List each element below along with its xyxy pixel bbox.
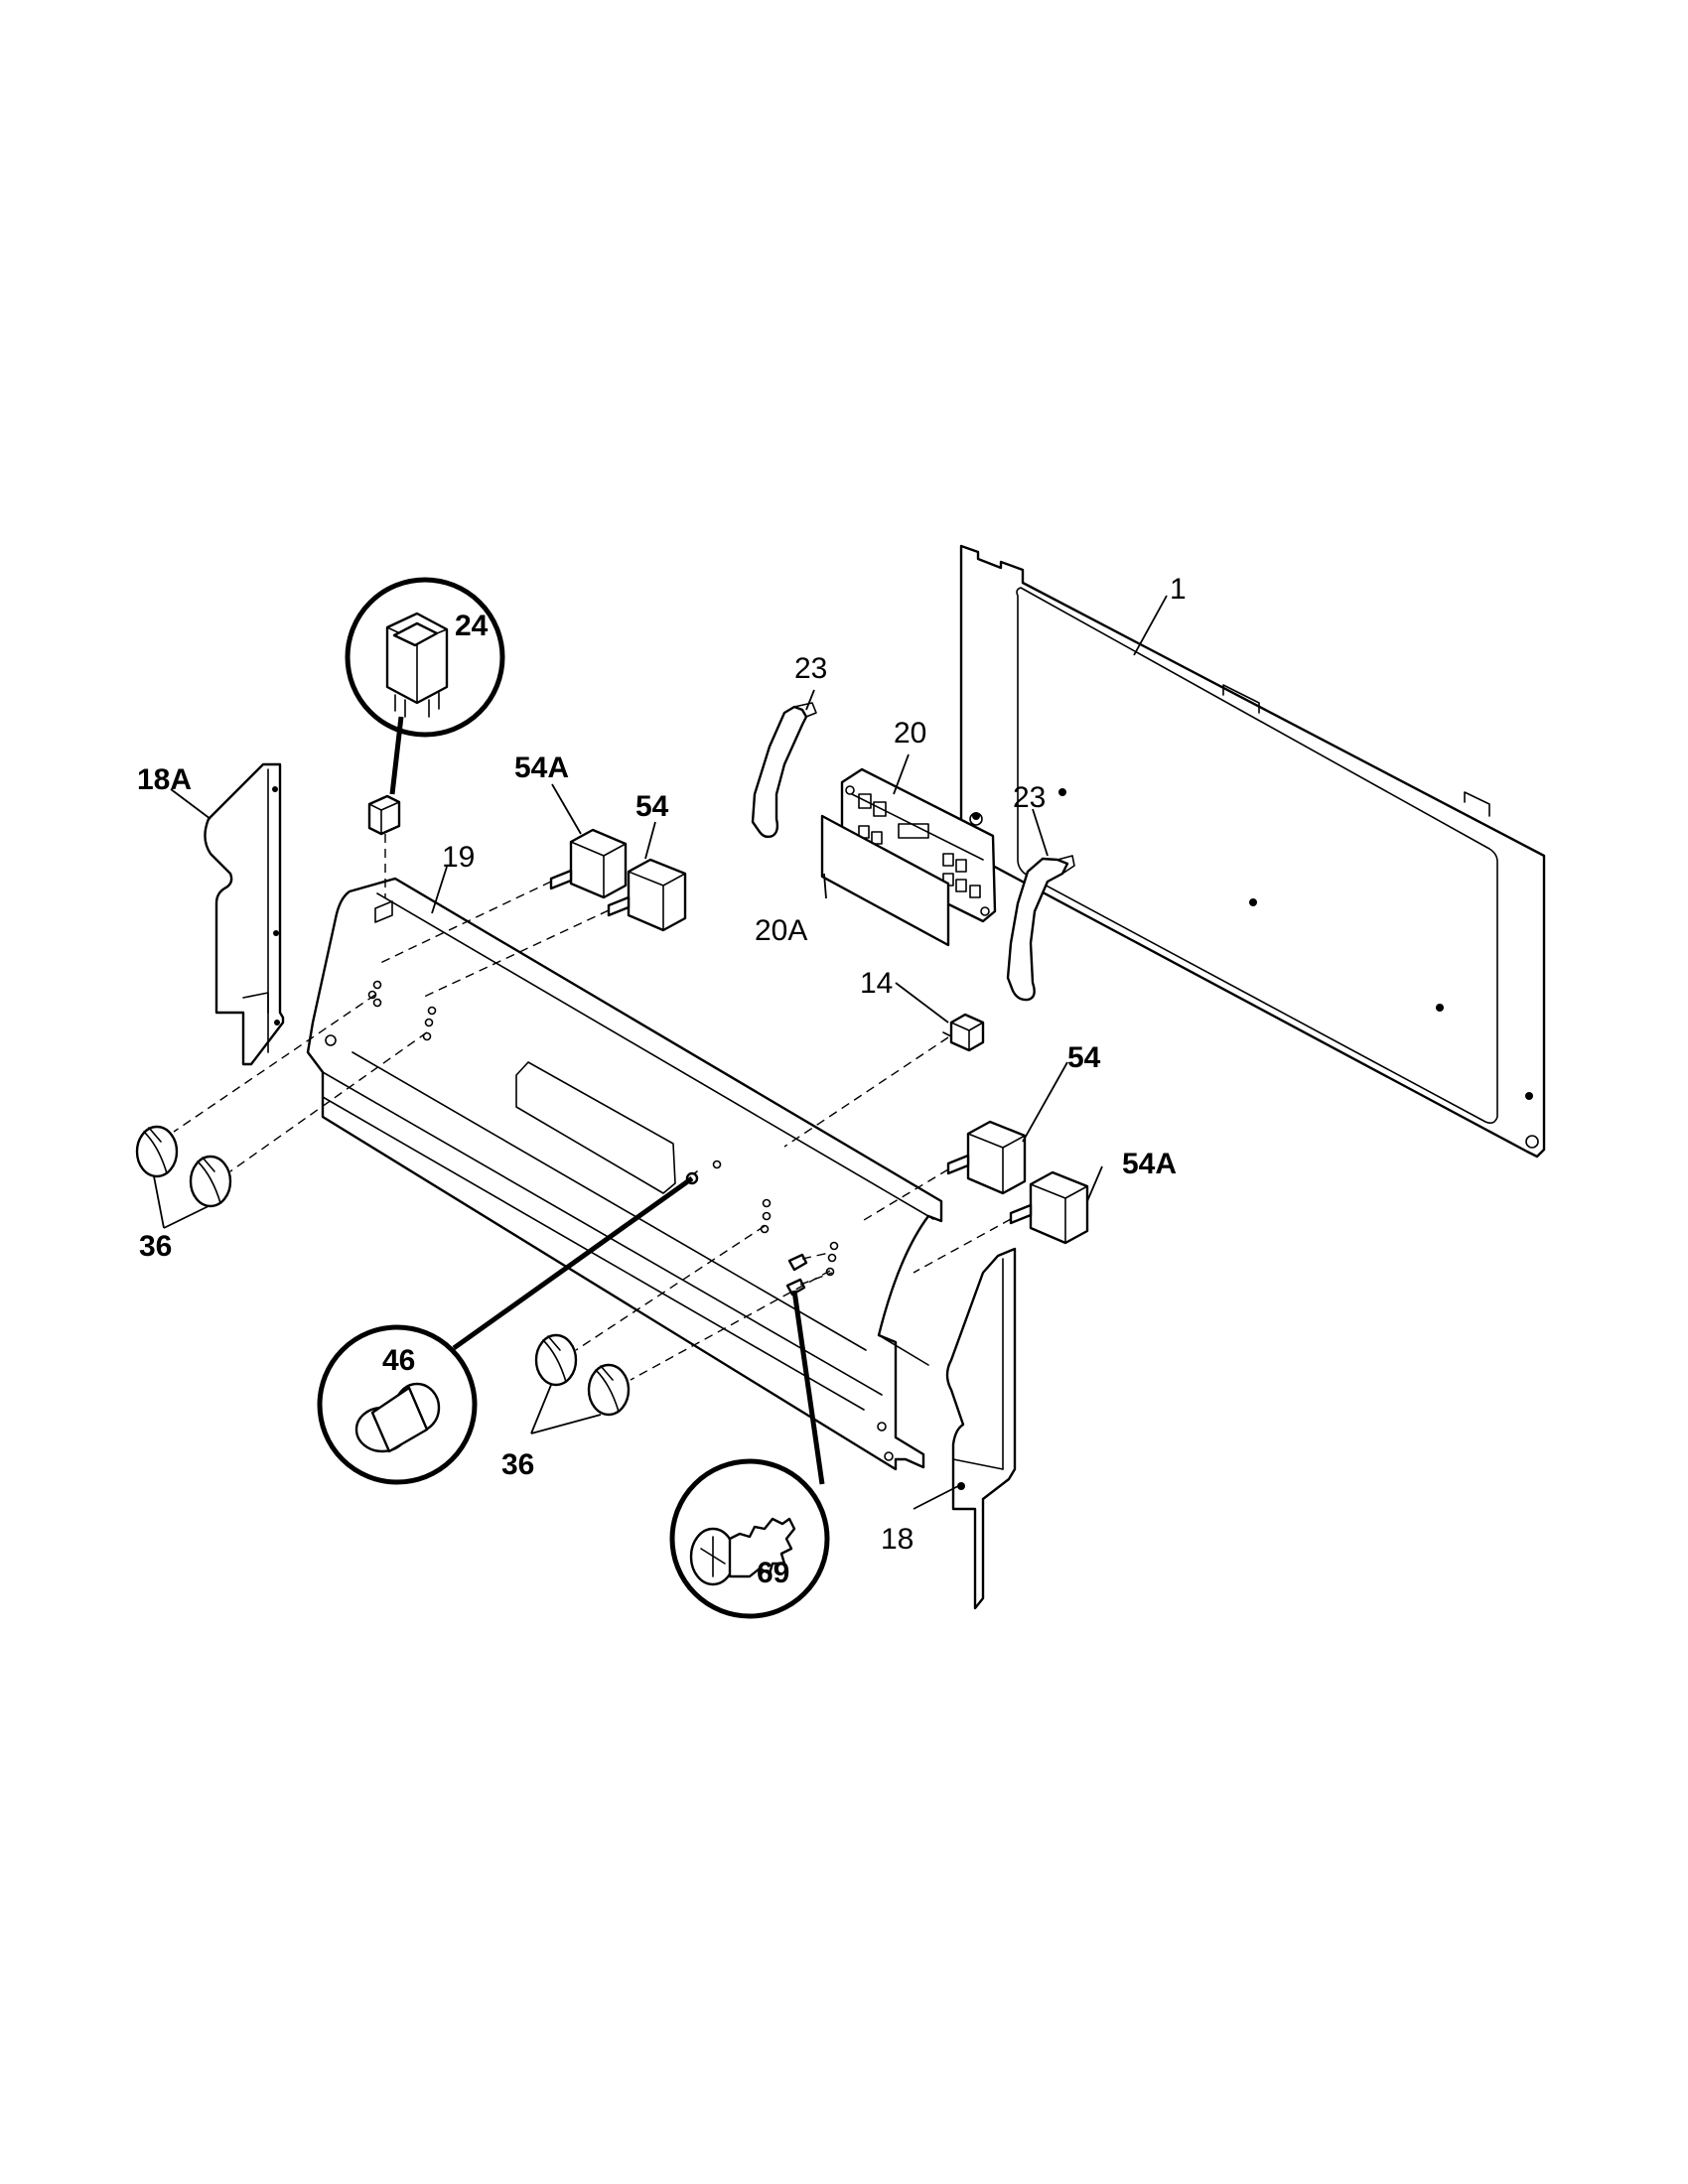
relay-part-14 (942, 1013, 985, 1052)
label-part-46: 46 (382, 1344, 415, 1377)
callout-46 (317, 1175, 694, 1485)
label-leaders (153, 595, 1168, 1510)
part-labels: 1 23 20 23 20A 18A 54A 54 19 24 14 54 54… (137, 573, 1187, 1589)
switch-part-54A-top (549, 828, 628, 899)
label-part-36-left: 36 (139, 1230, 172, 1263)
bracket-part-23-right (1006, 855, 1075, 1002)
knob-part-36-left-a (135, 1125, 179, 1178)
label-part-20a: 20A (755, 914, 807, 947)
knob-part-36-center-b (587, 1363, 631, 1417)
callout-24 (345, 577, 505, 795)
control-panel-part-19 (306, 877, 943, 1471)
switch-part-54-top (607, 858, 687, 932)
label-part-36-center: 36 (501, 1448, 534, 1481)
knob-part-36-left-b (189, 1155, 232, 1208)
label-part-14: 14 (860, 967, 893, 1000)
label-part-20: 20 (894, 717, 926, 750)
label-part-54a-top: 54A (514, 751, 569, 784)
label-part-69: 69 (757, 1557, 789, 1589)
label-part-54-top: 54 (635, 790, 669, 823)
label-part-54-right: 54 (1067, 1041, 1101, 1074)
label-part-18a: 18A (137, 763, 192, 796)
assembly-lines (173, 834, 1012, 1381)
right-end-cap-part-18 (945, 1247, 1017, 1610)
label-part-23-right: 23 (1013, 781, 1046, 814)
switch-part-54-right (946, 1120, 1027, 1195)
label-part-54a-right: 54A (1122, 1148, 1177, 1180)
bracket-part-23-left (751, 702, 817, 839)
switch-part-54A-right (1009, 1170, 1089, 1245)
label-part-1: 1 (1170, 573, 1187, 606)
callout-69 (669, 1290, 830, 1619)
overlay-part-20a (820, 814, 950, 947)
knob-part-36-center-a (534, 1333, 578, 1387)
label-part-23-left: 23 (794, 652, 827, 685)
switch-part-24-small (367, 794, 401, 836)
label-part-19: 19 (442, 841, 475, 874)
rear-panel-part-1 (959, 544, 1546, 1159)
label-part-18: 18 (881, 1523, 914, 1556)
label-part-24: 24 (455, 610, 489, 642)
left-end-cap-part-18a (204, 762, 285, 1066)
